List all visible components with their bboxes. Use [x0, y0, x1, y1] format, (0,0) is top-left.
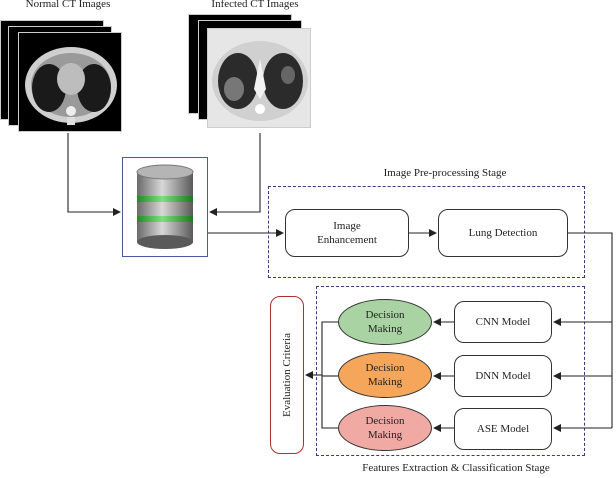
classification-stage-title: Features Extraction & Classification Sta…: [362, 462, 550, 474]
cnn-model-label: CNN Model: [475, 316, 531, 328]
infected-ct-label: Infected CT Images: [211, 0, 299, 10]
decision-dnn-line2: Making: [367, 376, 403, 388]
arrow-infected-to-db: [209, 133, 261, 216]
cnn-model-box: CNN Model: [454, 301, 552, 343]
classification-stage-frame: [316, 286, 585, 456]
ase-model-box: ASE Model: [454, 408, 552, 450]
line-decision-collector: [321, 321, 338, 429]
normal-ct-label: Normal CT Images: [25, 0, 111, 10]
line-lung-to-bus: [568, 232, 613, 428]
lung-detection-label: Lung Detection: [468, 227, 538, 239]
ct-image-normal-front: [18, 32, 122, 132]
preprocessing-stage-title: Image Pre-processing Stage: [383, 167, 507, 179]
database-icon: [136, 164, 194, 249]
decision-cnn-line1: Decision: [365, 309, 405, 321]
normal-ct-scan-image: [25, 47, 117, 125]
ct-image-infected-front: [207, 28, 311, 128]
image-enhancement-line1: Image: [333, 220, 361, 232]
decision-making-ase: Decision Making: [338, 405, 432, 451]
dnn-model-label: DNN Model: [475, 370, 531, 382]
image-enhancement-line2: Enhancement: [317, 234, 377, 246]
lung-detection-box: Lung Detection: [438, 209, 568, 257]
image-enhancement-box: Image Enhancement: [285, 209, 409, 257]
preprocessing-stage-frame: [268, 186, 585, 278]
decision-cnn-line2: Making: [367, 323, 403, 335]
decision-dnn-line1: Decision: [365, 362, 405, 374]
ase-model-label: ASE Model: [476, 423, 530, 435]
dnn-model-box: DNN Model: [454, 355, 552, 397]
infected-ct-scan-image: [208, 29, 310, 127]
database-frame: [122, 157, 208, 257]
decision-ase-line1: Decision: [365, 415, 405, 427]
arrow-normal-to-db: [67, 133, 121, 216]
decision-making-dnn: Decision Making: [338, 352, 432, 398]
decision-making-cnn: Decision Making: [338, 299, 432, 345]
decision-ase-line2: Making: [367, 429, 403, 441]
evaluation-criteria-box: Evaluation Criteria: [270, 296, 304, 454]
